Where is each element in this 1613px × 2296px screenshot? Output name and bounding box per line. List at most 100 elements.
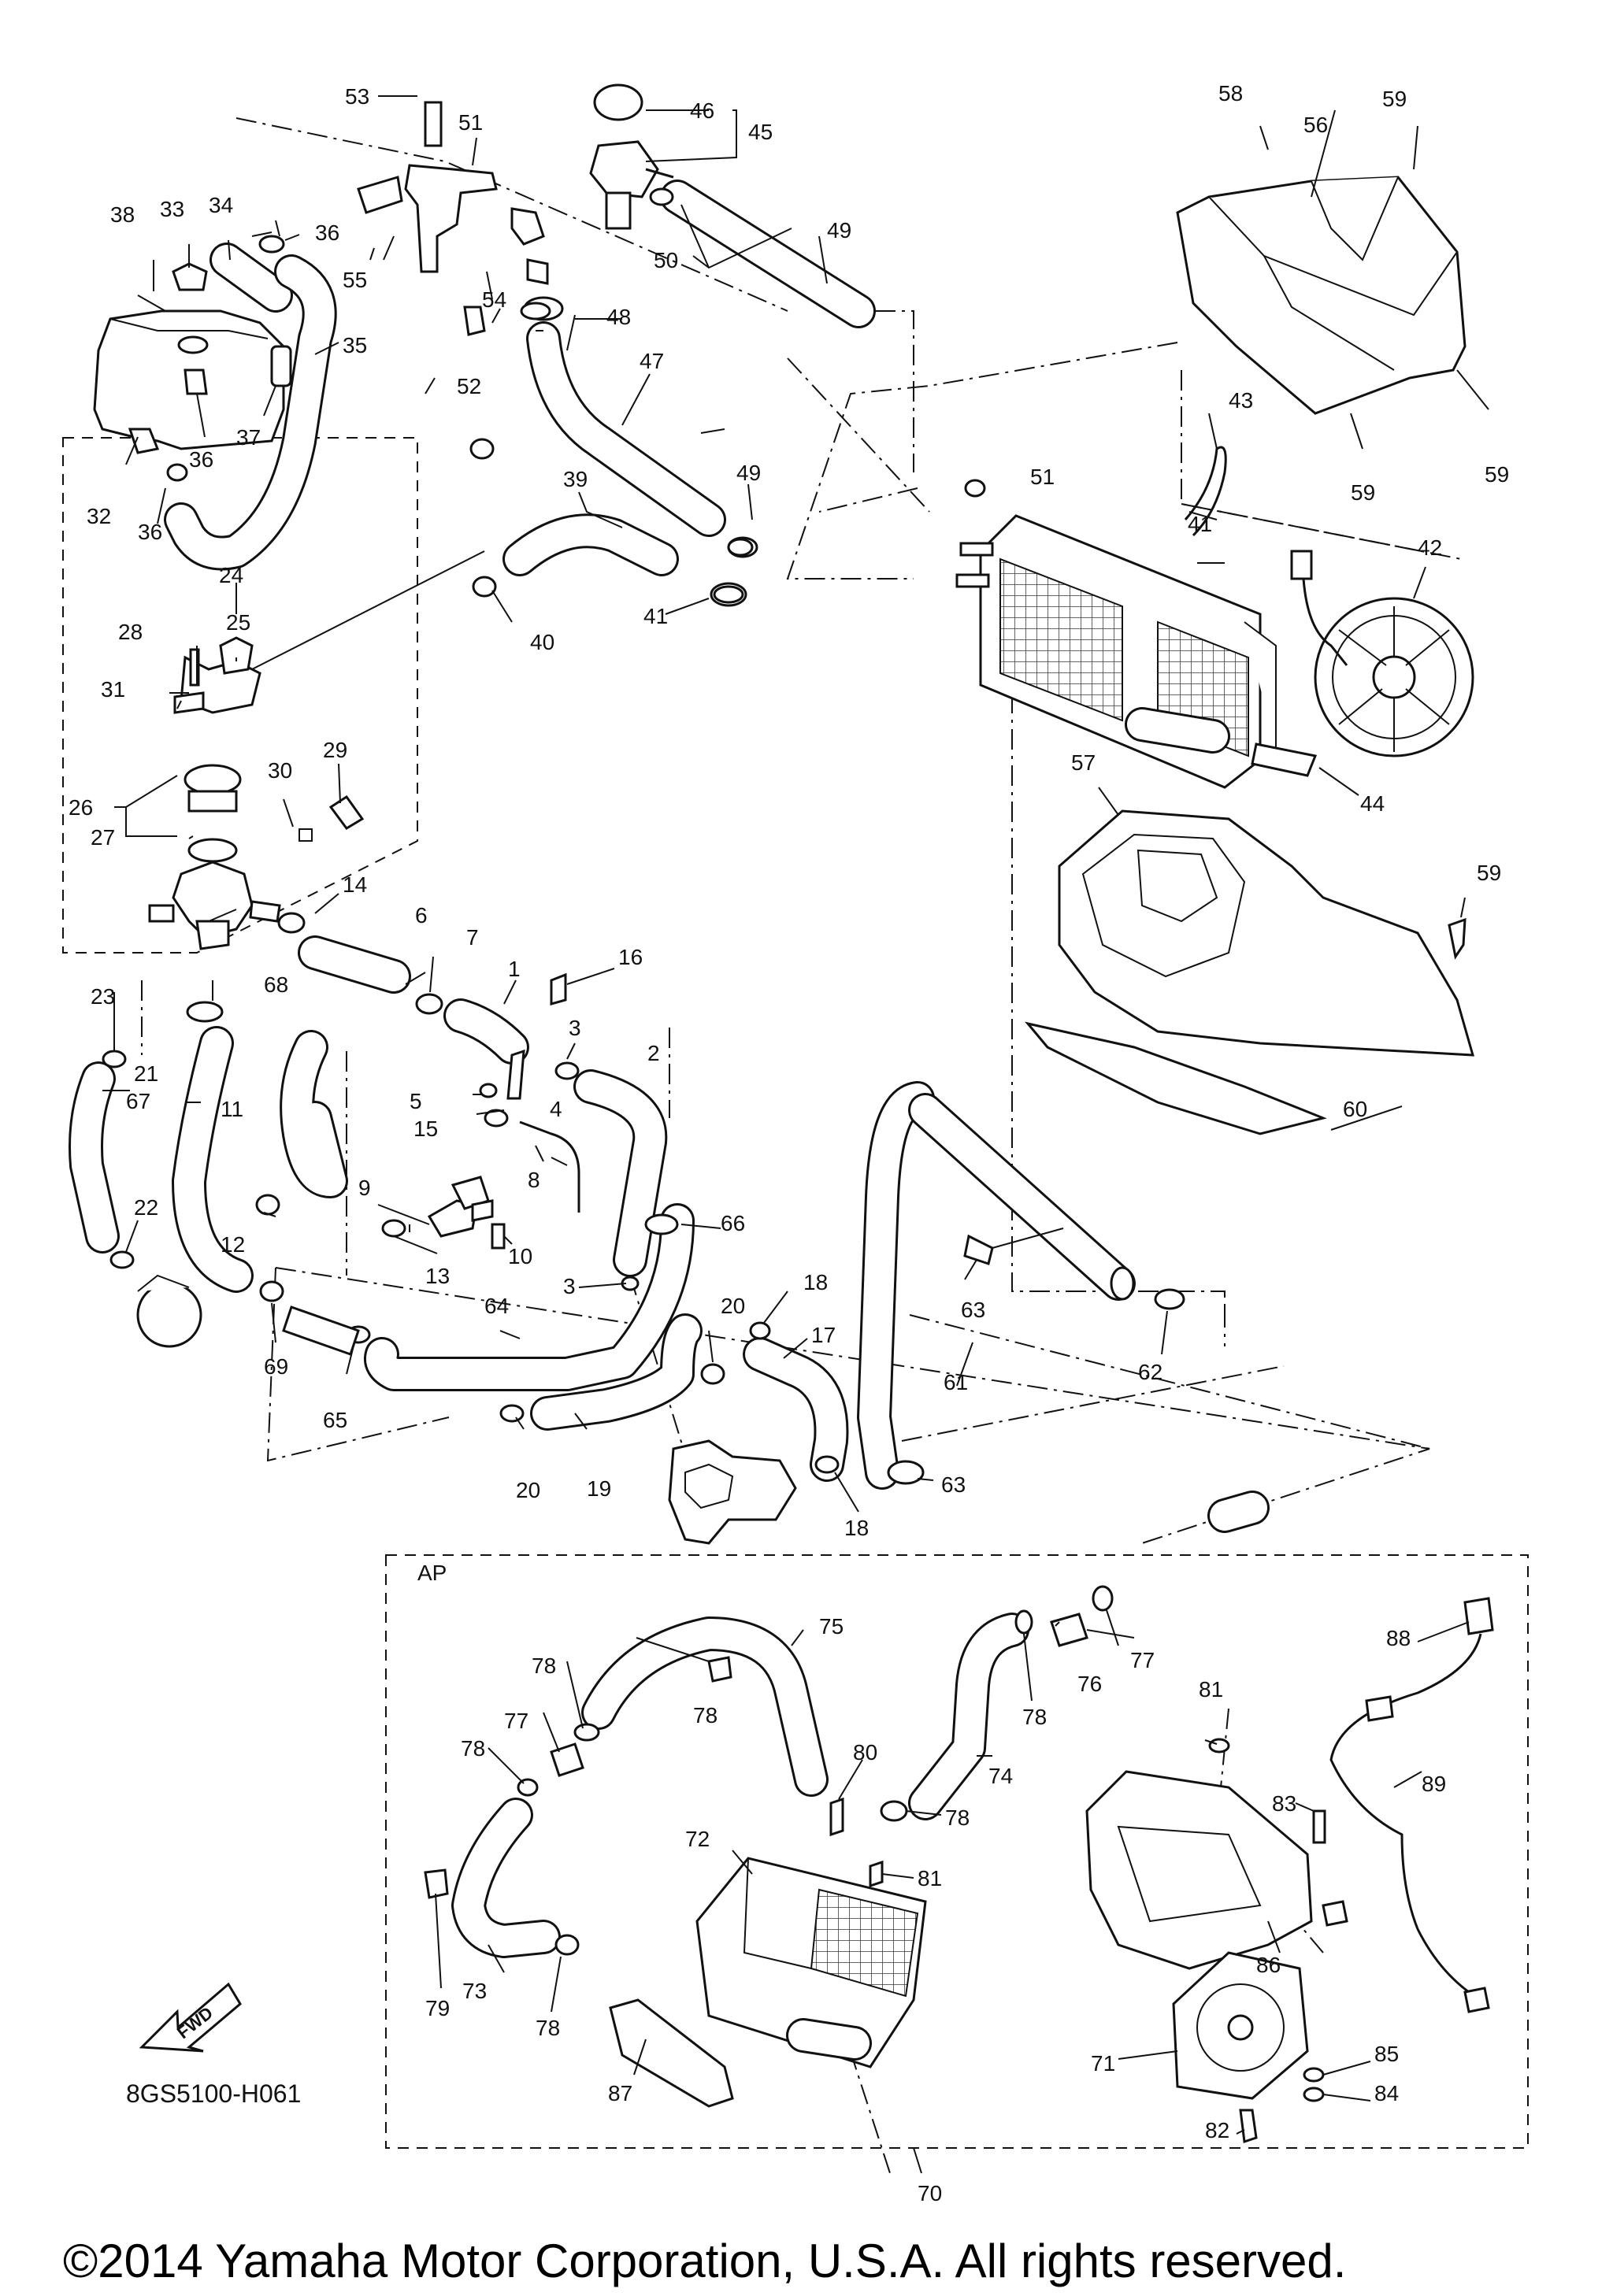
callout-36: 36 [315,220,339,245]
callout-16: 16 [618,945,643,969]
callout-49: 49 [736,461,761,485]
callout-26: 26 [69,795,93,820]
hose-clamps [102,187,1185,1485]
water-pump [668,1439,797,1545]
callout-51: 50 [654,248,678,272]
callout-78: 78 [461,1736,485,1761]
callout-22: 22 [134,1195,158,1220]
callout-46: 45 [748,120,773,144]
callout-55: 54 [482,287,506,312]
callout-51: 51 [1030,465,1055,489]
callout-14: 14 [343,872,367,897]
callout-44: 43 [1229,388,1253,413]
callout-4: 4 [550,1097,562,1121]
side-cover [1025,809,1475,1135]
callout-78: 78 [945,1805,970,1830]
callout-45: 44 [1360,791,1385,816]
callout-25: 25 [226,610,250,635]
callout-12: 12 [221,1232,245,1257]
callout-20: 20 [516,1478,540,1502]
callout-64: 63 [961,1298,985,1322]
copyright-notice: ©2014 Yamaha Motor Corporation, U.S.A. A… [63,2235,1346,2287]
callout-11: 11 [221,1097,243,1121]
callout-24: 24 [219,563,243,587]
callout-68: 67 [126,1089,150,1113]
callout-28: 28 [118,620,143,644]
bracket [357,101,549,336]
callout-1: 1 [508,957,521,981]
diagram-code: 8GS5100-H061 [126,2079,301,2108]
callout-19: 19 [587,1476,611,1501]
callout-18: 18 [803,1270,828,1294]
reservoir-tank [93,262,292,454]
callout-88: 87 [608,2081,632,2105]
callout-74: 73 [462,1979,487,2003]
radiator [955,514,1277,789]
callout-63: 63 [941,1472,966,1497]
callout-36: 36 [138,520,162,544]
callout-34: 34 [209,193,233,217]
callout-leaders [102,95,1489,2174]
callout-17: 17 [811,1323,836,1347]
callout-8: 8 [528,1168,540,1192]
callout-20: 20 [721,1294,745,1318]
callout-18: 18 [844,1516,869,1540]
callout-77: 76 [1077,1672,1102,1696]
callout-84: 83 [1272,1791,1296,1816]
callout-2: 2 [647,1041,660,1065]
callout-56: 55 [343,268,367,292]
cover-22 [136,1274,202,1348]
callout-63: 62 [1138,1360,1162,1384]
group-outlines [62,117,1529,2174]
callout-3: 3 [569,1016,581,1040]
callout-79: 78 [693,1703,718,1728]
callout-15: 15 [413,1117,438,1141]
fan-shroud [1176,176,1467,415]
callout-7: 7 [466,925,479,950]
filler-neck [589,83,876,328]
callout-38: 37 [236,425,261,450]
callout-9: 9 [358,1176,371,1200]
callout-83: 82 [1205,2118,1229,2142]
callout-48: 47 [640,349,664,373]
callout-78: 77 [1130,1648,1155,1672]
callout-49: 48 [606,305,631,329]
callout-32: 32 [87,504,111,528]
callout-78: 78 [532,1653,556,1678]
callout-3: 3 [563,1274,576,1298]
callout-70: 69 [264,1354,288,1379]
callout-52: 51 [458,110,483,135]
callout-13: 13 [425,1264,450,1288]
callout-58: 57 [1071,750,1096,775]
callout-41: 41 [643,604,668,628]
callout-39: 38 [110,202,135,227]
callout-87: 86 [1256,1953,1281,1977]
callout-65: 64 [484,1294,509,1318]
callout-37: 36 [189,447,213,472]
callout-10: 10 [508,1244,532,1268]
fwd-arrow-icon: FWD [139,1982,242,2053]
callout-61: 60 [1343,1097,1367,1121]
callout-71: 70 [918,2181,942,2205]
callout-labels: 1 2 3 3 4 5 6 7 8 9 10 11 12 13 14 15 16… [69,81,1509,2205]
callout-85: 84 [1374,2081,1399,2105]
callout-21: 21 [134,1061,158,1086]
callout-30: 30 [268,758,292,783]
callout-89: 88 [1386,1626,1411,1650]
group-label-ap: AP [417,1561,447,1585]
callout-82: 81 [1199,1677,1223,1702]
callout-41: 40 [530,630,554,654]
callout-31: 31 [101,677,125,702]
callout-62: 61 [944,1370,968,1394]
ap-group [424,1491,1494,2144]
callout-5: 5 [410,1089,422,1113]
callout-67: 66 [721,1211,745,1235]
fitting-9 [427,1176,494,1238]
callout-35: 35 [343,333,367,357]
callout-43: 42 [1418,535,1442,560]
callout-78: 78 [536,2016,560,2040]
callout-66: 65 [323,1408,347,1432]
callout-57: 56 [1303,113,1328,137]
callout-72: 71 [1091,2051,1115,2076]
